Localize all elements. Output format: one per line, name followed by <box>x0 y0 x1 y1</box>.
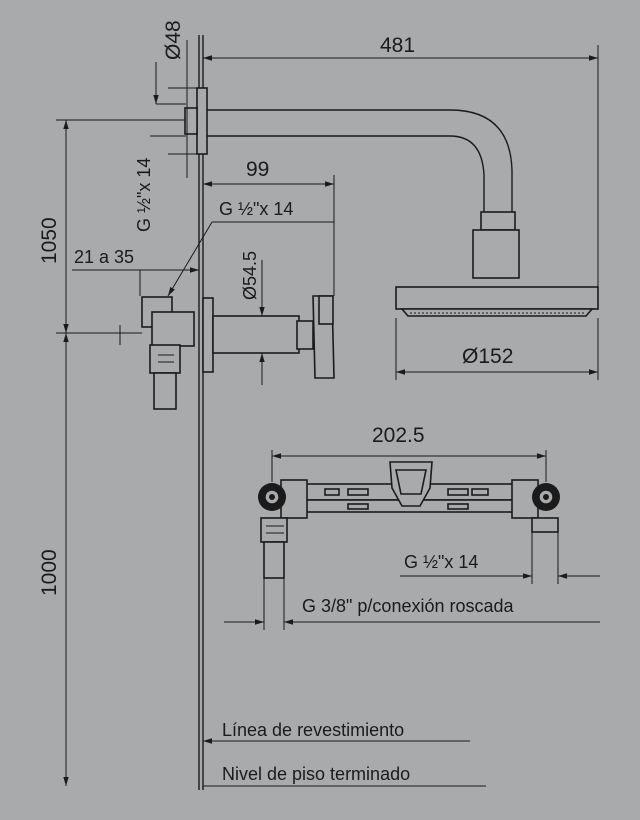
dim-height-total: 1050 <box>38 217 61 264</box>
dimension-lines <box>56 40 600 787</box>
dim-connection-thread: G 3/8" p/conexión roscada <box>302 596 515 616</box>
dim-valve-projection: 99 <box>246 158 269 181</box>
dim-thread-vertical: G ½"x 14 <box>134 158 154 232</box>
label-finish-line: Línea de revestimiento <box>222 720 404 740</box>
shower-arm <box>184 87 599 317</box>
dim-thread-horizontal: G ½"x 14 <box>219 199 293 219</box>
dim-arm-length: 481 <box>380 34 415 57</box>
valve-side-view <box>141 295 335 410</box>
label-floor-level: Nivel de piso terminado <box>222 764 410 784</box>
dim-handle-diameter: Ø54.5 <box>240 251 260 300</box>
dim-flange-diameter: Ø48 <box>162 20 185 60</box>
wall-lines <box>198 35 204 790</box>
dim-wall-depth: 21 a 35 <box>74 247 134 267</box>
dim-inlet-thread: G ½"x 14 <box>404 552 478 572</box>
valve-front-view <box>258 461 560 579</box>
dim-height-floor: 1000 <box>38 549 61 596</box>
dim-shower-head-diameter: Ø152 <box>462 345 513 368</box>
dim-valve-body-width: 202.5 <box>372 424 425 447</box>
